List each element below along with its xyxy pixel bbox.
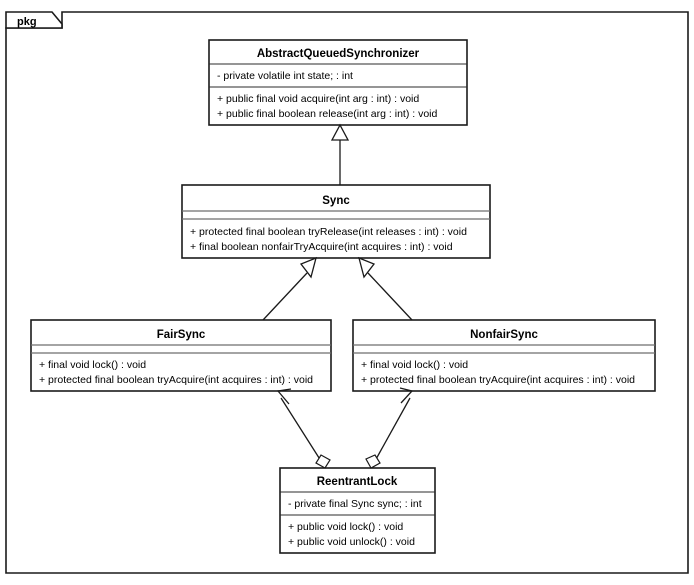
aggregation-diamond-icon — [315, 454, 331, 469]
generalization-line — [262, 272, 308, 321]
generalization-triangle-icon — [358, 256, 376, 279]
class-nonfair-sync[interactable]: NonfairSync + final void lock() : void +… — [352, 319, 656, 392]
relationship-aggregation-reentrant-lock-to-fair-sync[interactable] — [276, 388, 331, 469]
operation-row: + public final void acquire(int arg : in… — [217, 93, 419, 105]
operation-row: + public void lock() : void — [288, 521, 403, 533]
aggregation-diamond-icon — [365, 454, 381, 469]
class-name: FairSync — [157, 329, 206, 341]
generalization-line — [367, 272, 413, 321]
package-label: pkg — [17, 16, 37, 28]
aggregation-line — [374, 397, 411, 462]
relationship-generalization-sync-to-abstract-queued-synchronizer[interactable] — [330, 123, 350, 185]
generalization-triangle-icon — [299, 256, 317, 279]
generalization-triangle-icon — [330, 123, 350, 141]
attribute-row: - private final Sync sync; : int — [288, 498, 422, 510]
aggregation-line — [280, 397, 322, 462]
class-name: Sync — [322, 195, 350, 207]
package-tab — [5, 11, 63, 29]
class-abstract-queued-synchronizer[interactable]: AbstractQueuedSynchronizer - private vol… — [208, 39, 468, 126]
attribute-row: - private volatile int state; : int — [217, 70, 353, 82]
open-arrowhead-icon — [276, 388, 292, 405]
class-box-outline — [181, 184, 491, 259]
operation-row: + protected final boolean tryAcquire(int… — [361, 374, 635, 386]
relationship-generalization-nonfair-sync-to-sync[interactable] — [358, 256, 413, 321]
operation-row: + final boolean nonfairTryAcquire(int ac… — [190, 241, 453, 253]
class-reentrant-lock[interactable]: ReentrantLock - private final Sync sync;… — [279, 467, 436, 554]
class-box-outline — [30, 319, 332, 392]
class-sync[interactable]: Sync + protected final boolean tryReleas… — [181, 184, 491, 259]
class-fair-sync[interactable]: FairSync + final void lock() : void + pr… — [30, 319, 332, 392]
class-box-outline — [208, 39, 468, 126]
operation-row: + protected final boolean tryRelease(int… — [190, 226, 467, 238]
class-box-outline — [352, 319, 656, 392]
relationship-aggregation-reentrant-lock-to-nonfair-sync[interactable] — [365, 387, 414, 469]
operation-row: + final void lock() : void — [39, 359, 146, 371]
operation-row: + public final boolean release(int arg :… — [217, 108, 437, 120]
open-arrowhead-icon — [399, 387, 414, 404]
class-box-outline — [279, 467, 436, 554]
relationship-generalization-fair-sync-to-sync[interactable] — [262, 256, 317, 321]
class-name: AbstractQueuedSynchronizer — [257, 48, 420, 60]
operation-row: + protected final boolean tryAcquire(int… — [39, 374, 313, 386]
class-name: NonfairSync — [470, 329, 538, 341]
class-name: ReentrantLock — [317, 476, 398, 488]
package-frame: pkg — [5, 11, 689, 574]
operation-row: + public void unlock() : void — [288, 536, 415, 548]
operation-row: + final void lock() : void — [361, 359, 468, 371]
